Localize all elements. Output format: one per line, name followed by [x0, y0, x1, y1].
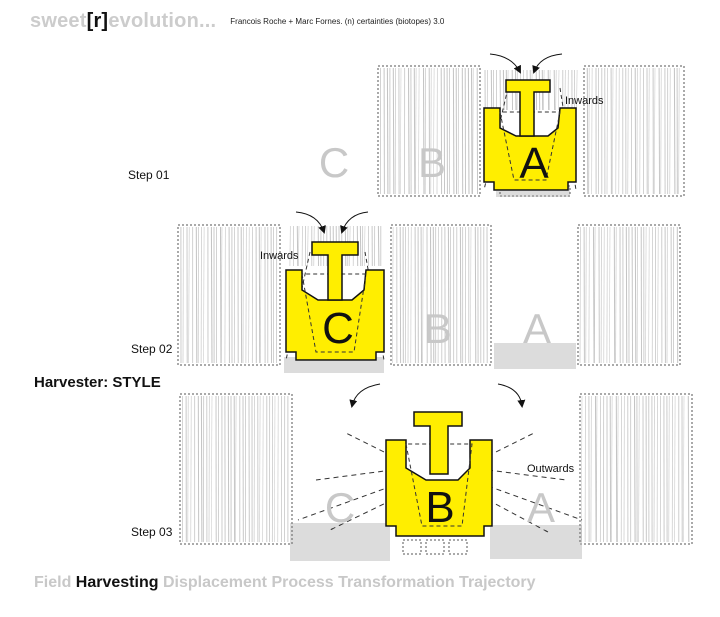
harvester-letter-a: A — [519, 139, 549, 188]
brand-bracket: [r] — [87, 10, 109, 32]
direction-label-inwards: Inwards — [565, 95, 604, 107]
footer-word-harvesting: Harvesting — [76, 574, 159, 591]
step-03-diagram: C B A Outwards — [180, 384, 692, 560]
harvester-letter-b: B — [425, 483, 454, 532]
step-02-label: Step 02 — [131, 342, 172, 356]
field-label-b: B — [418, 139, 446, 186]
field-label-b: B — [424, 305, 452, 352]
field-plot — [584, 66, 684, 196]
step-01-diagram: C B A Inwards — [319, 54, 684, 196]
field-label-c: C — [325, 484, 355, 531]
harvester-c-head — [312, 242, 358, 300]
step-01-label: Step 01 — [128, 168, 169, 182]
footer-word-field: Field — [34, 574, 71, 591]
field-label-a: A — [527, 484, 555, 531]
footer-caption: Field Harvesting Displacement Process Tr… — [34, 574, 536, 592]
harvester-b-head — [414, 412, 462, 474]
field-hatch — [182, 396, 288, 542]
direction-label-outwards: Outwards — [527, 463, 575, 475]
field-label-a: A — [523, 305, 551, 352]
field-hatch — [181, 227, 277, 363]
field-label-c: C — [319, 139, 349, 186]
brand-prefix: sweet — [30, 10, 87, 32]
field-hatch — [587, 68, 679, 194]
credit-line: Francois Roche + Marc Fornes. (n) certai… — [230, 17, 444, 26]
field-hatch — [580, 227, 678, 363]
section-title: Harvester: STYLE — [34, 374, 161, 391]
step-03-label: Step 03 — [131, 525, 172, 539]
direction-label-inwards: Inwards — [260, 250, 299, 262]
harvester-letter-c: C — [322, 304, 354, 353]
brand-title: sweet[r]evolution... — [30, 10, 216, 32]
brand-suffix: evolution... — [108, 10, 216, 32]
header: sweet[r]evolution... Francois Roche + Ma… — [30, 10, 444, 33]
footer-remaining: Displacement Process Transformation Traj… — [163, 574, 536, 591]
field-hatch — [581, 396, 688, 542]
step-02-diagram: C B A Inwards — [178, 212, 680, 372]
